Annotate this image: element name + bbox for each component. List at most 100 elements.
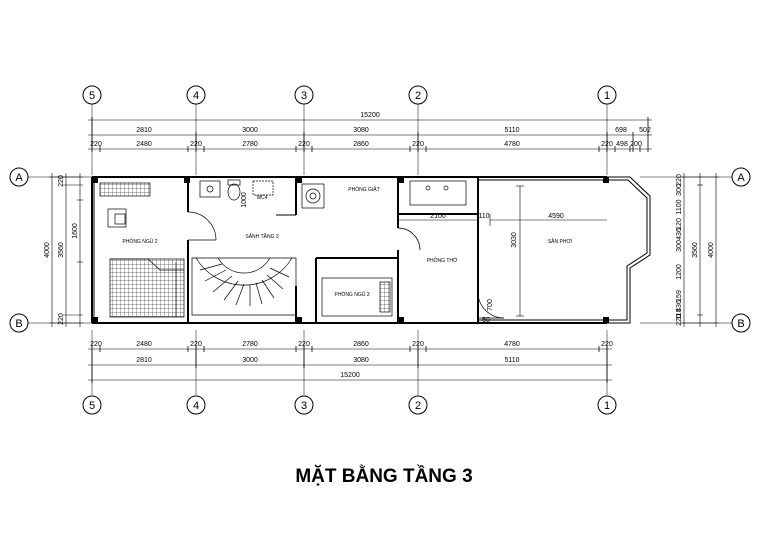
top-segment-dim: 3000 [242, 127, 258, 134]
axis-bubble [408, 85, 428, 105]
axis-bubble [186, 85, 206, 105]
top-inner-dim: 2780 [242, 141, 258, 148]
left-dimension-lines [49, 173, 83, 327]
bottom-total-dim: 15200 [340, 372, 360, 379]
right-dimension-lines [681, 173, 719, 327]
top-inner-dim: 220 [298, 141, 310, 148]
room-label-laundry: PHÒNG GIẶT [348, 186, 379, 193]
right-segment-dim: 436 [676, 300, 683, 312]
shrine-altar [409, 180, 467, 206]
top-dimension-lines [88, 117, 652, 152]
right-segment-dim: 115 [676, 308, 683, 319]
interior-dim: 2100 [430, 213, 446, 220]
axis-label-b: B [15, 318, 22, 330]
bottom-inner-dim: 2480 [136, 341, 152, 348]
right-segment-dim: 159 [676, 290, 683, 302]
axis-label-4: 4 [193, 90, 199, 102]
right-total-dim: 4000 [708, 242, 715, 258]
top-inner-dim: 200 [630, 141, 642, 148]
top-axis-markers: 5 4 3 2 1 [82, 85, 617, 175]
bottom-inner-dim: 220 [298, 341, 310, 348]
top-segment-dim: 3080 [353, 127, 369, 134]
bottom-inner-dim: 220 [190, 341, 202, 348]
room-label-wc4: WC4 [256, 195, 267, 201]
right-segment-dim: 436 [676, 228, 683, 240]
right-segment-dim: 300 [676, 184, 683, 196]
left-inner-dim: 3560 [58, 242, 65, 258]
axis-label-a: A [737, 172, 745, 184]
bottom-inner-dim: 2780 [242, 341, 258, 348]
axis-bubble [597, 85, 617, 105]
top-inner-dim: 2860 [353, 141, 369, 148]
terrace-boundary [477, 176, 651, 324]
axis-bubble [731, 167, 751, 187]
right-segment-dim: 120 [676, 218, 683, 230]
top-segment-dim: 5110 [504, 127, 519, 134]
bottom-segment-dim: 2810 [136, 357, 152, 364]
right-segment-dim: 300 [676, 240, 683, 252]
top-segment-dim: 502 [639, 127, 651, 134]
axis-bubble [294, 395, 314, 415]
bottom-segment-dim: 3000 [242, 357, 258, 364]
interior-dim: 3030 [511, 232, 518, 248]
axis-bubble [186, 395, 206, 415]
axis-bubble [9, 313, 29, 333]
axis-label-a: A [15, 172, 23, 184]
axis-label-5: 5 [89, 400, 95, 412]
left-room-dim: 1600 [72, 223, 79, 239]
left-wall-dim: 220 [58, 175, 65, 187]
interior-dim: 700 [487, 299, 494, 311]
bottom-dimension-lines [88, 346, 612, 383]
room-label-hall: SẢNH TẦNG 3 [245, 233, 278, 240]
top-total-dim: 15200 [360, 112, 380, 119]
right-segment-dim: 220 [676, 174, 683, 186]
left-total-dim: 4000 [44, 242, 51, 258]
door-swings [187, 211, 505, 319]
room-label-shrine: PHÒNG THỜ [427, 257, 458, 264]
top-inner-dim: 220 [412, 141, 424, 148]
axis-bubble [9, 167, 29, 187]
axis-bubble [82, 85, 102, 105]
bedroom3-bed [321, 277, 393, 317]
room-label-terrace: SÂN PHƠI [548, 238, 572, 245]
wc4-fixtures [199, 179, 274, 201]
bottom-inner-dim: 2860 [353, 341, 369, 348]
top-segment-dim: 2810 [136, 127, 152, 134]
top-inner-dim: 220 [90, 141, 102, 148]
bottom-segment-dim: 5110 [504, 357, 519, 364]
top-inner-dim: 498 [616, 141, 628, 148]
bottom-inner-dim: 220 [412, 341, 424, 348]
axis-bubble [408, 395, 428, 415]
axis-label-3: 3 [301, 400, 307, 412]
terrace-dimension-lines [398, 185, 607, 317]
right-inner-dim: 3560 [692, 242, 699, 258]
axis-label-4: 4 [193, 400, 199, 412]
axis-label-1: 1 [604, 90, 610, 102]
bottom-inner-dim: 220 [601, 341, 613, 348]
axis-label-1: 1 [604, 400, 610, 412]
axis-label-5: 5 [89, 90, 95, 102]
top-inner-dim: 4780 [504, 141, 520, 148]
left-wall-dim: 220 [58, 313, 65, 325]
row-axis-markers: A B A B [9, 167, 751, 333]
bedroom2-furniture [99, 182, 185, 318]
bottom-inner-dim: 220 [90, 341, 102, 348]
right-segment-dim: 1200 [676, 264, 683, 280]
room-label-bedroom2: PHÒNG NGỦ 2 [122, 238, 157, 245]
right-segment-dim: 1100 [676, 199, 683, 214]
top-inner-dim: 2480 [136, 141, 152, 148]
interior-dim: 4590 [548, 213, 564, 220]
drawing-title: MẶT BẰNG TẦNG 3 [295, 466, 473, 487]
top-inner-dim: 220 [601, 141, 613, 148]
axis-bubble [597, 395, 617, 415]
interior-dim: 110 [478, 213, 489, 220]
bottom-inner-dim: 4780 [504, 341, 520, 348]
laundry-machine [301, 183, 325, 209]
top-segment-dim: 698 [615, 127, 627, 134]
room-label-bedroom3: PHÒNG NGỦ 3 [334, 291, 369, 298]
axis-bubble [294, 85, 314, 105]
top-inner-dim: 220 [190, 141, 202, 148]
right-segment-dim: 220 [676, 314, 683, 326]
axis-bubble [731, 313, 751, 333]
